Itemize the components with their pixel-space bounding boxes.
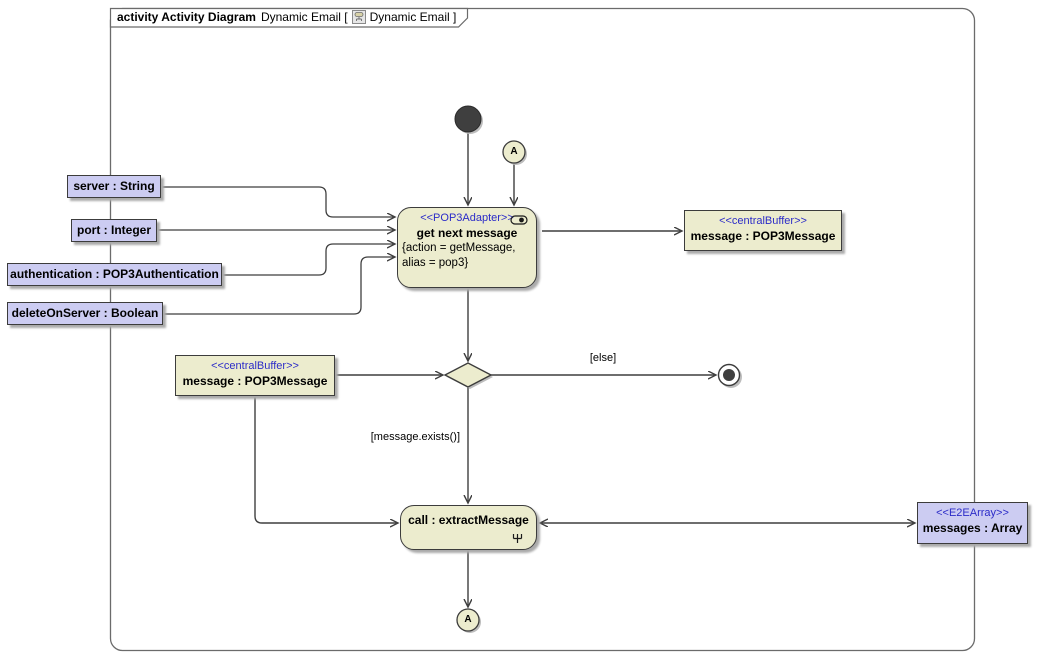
guard-message-exists: [message.exists()] [370,431,460,443]
frame-title-keyword: activity Activity Diagram [117,10,256,24]
buffer-name: message : POP3Message [182,374,328,388]
object-name: messages : Array [922,521,1023,535]
connector-top-label: A [510,146,518,157]
activity-final-node[interactable] [717,363,743,389]
edge-buffer-left-to-extract-message[interactable] [254,397,397,523]
frame-title: activity Activity Diagram Dynamic Email … [117,10,456,24]
parameter-node-authentication[interactable]: authentication : POP3Authentication [7,263,222,286]
connector-bottom-label: A [464,614,472,625]
parameter-label: port : Integer [77,223,151,237]
frame-title-context-name: Dynamic Email ] [369,10,457,24]
edge-server-to-get-next-message[interactable] [161,186,394,217]
action-name: get next message [416,226,518,240]
activity-frame-border [109,7,976,652]
parameter-label: deleteOnServer : Boolean [11,306,159,320]
decision-node[interactable] [443,362,493,389]
initial-node[interactable] [454,105,483,134]
action-get-next-message[interactable]: <<POP3Adapter>> get next message {action… [397,207,537,288]
parameter-node-port[interactable]: port : Integer [71,219,157,242]
buffer-name: message : POP3Message [690,229,836,243]
object-stereotype: <<E2EArray>> [936,507,1009,519]
action-extract-message[interactable]: call : extractMessage [400,505,537,550]
activity-diagram-icon [351,10,366,24]
parameter-node-deleteonserver[interactable]: deleteOnServer : Boolean [7,302,163,325]
parameter-label: authentication : POP3Authentication [10,267,219,281]
frame-title-pentagon [109,7,469,28]
edge-authentication-to-get-next-message[interactable] [222,244,394,276]
action-stereotype: <<POP3Adapter>> [420,212,514,224]
parameter-label: server : String [73,179,155,193]
buffer-stereotype: <<centralBuffer>> [211,360,299,372]
action-name: call : extractMessage [408,513,529,527]
connector-node-bottom[interactable] [456,608,481,633]
buffer-stereotype: <<centralBuffer>> [719,215,807,227]
call-behavior-rake-icon [512,534,523,543]
central-buffer-left[interactable]: <<centralBuffer>> message : POP3Message [175,355,335,396]
frame-title-diagram-name: Dynamic Email [ [260,10,348,24]
object-node-messages-array[interactable]: <<E2EArray>> messages : Array [917,502,1028,544]
guard-else: [else] [589,352,617,364]
central-buffer-right[interactable]: <<centralBuffer>> message : POP3Message [684,210,842,251]
action-constraint-line2: alias = pop3} [402,257,469,269]
edge-deleteonserver-to-get-next-message[interactable] [163,257,394,315]
parameter-node-server[interactable]: server : String [67,175,161,198]
action-constraint-line1: {action = getMessage, [402,242,516,254]
adapter-pill-icon [510,215,528,225]
connector-node-top[interactable] [502,140,527,165]
